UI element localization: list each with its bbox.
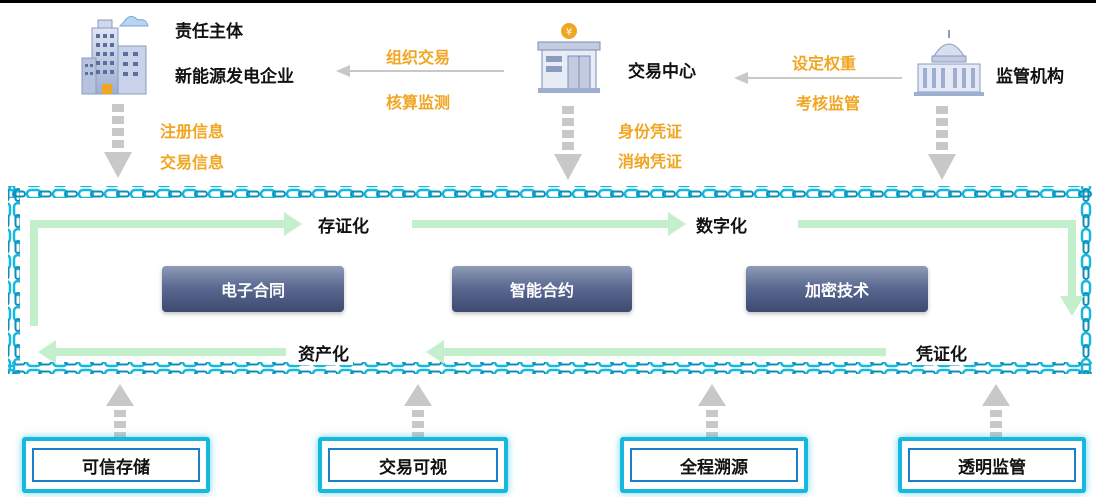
feature-label: 全程溯源 (630, 448, 798, 482)
label-organize-trade: 组织交易 (386, 48, 451, 67)
down-arrow-regulator (928, 106, 956, 180)
label-assess-supervise: 考核监管 (796, 94, 861, 113)
up-arrow-supervision (982, 384, 1010, 439)
exchange-center-icon: ¥ (537, 23, 601, 93)
label-registration-info: 注册信息 (160, 122, 225, 141)
feature-label: 透明监管 (908, 448, 1076, 482)
feature-transparent-supervision: 透明监管 (898, 437, 1086, 493)
regulator-capitol-icon (914, 30, 984, 96)
label-trade-info: 交易信息 (160, 153, 225, 172)
tech-encryption: 加密技术 (746, 266, 928, 312)
up-arrow-visible (404, 384, 432, 439)
feature-trusted-storage: 可信存储 (22, 437, 210, 493)
down-arrow-enterprise (104, 104, 132, 178)
stage-credential: 凭证化 (912, 340, 971, 365)
top-border-line (0, 0, 1096, 3)
blockchain-chain-frame (8, 186, 1092, 374)
regulator-name: 监管机构 (996, 67, 1064, 87)
enterprise-building-icon (81, 16, 149, 95)
arrow-exchange-to-enterprise (336, 65, 504, 77)
stage-asset: 资产化 (294, 340, 353, 365)
label-identity-credential: 身份凭证 (618, 122, 683, 141)
label-set-weight: 设定权重 (792, 54, 857, 73)
label-accounting-monitor: 核算监测 (386, 93, 451, 112)
tech-electronic-contract: 电子合同 (162, 266, 344, 312)
feature-label: 交易可视 (328, 448, 498, 482)
down-arrow-exchange (554, 106, 582, 180)
up-arrow-traceability (698, 384, 726, 439)
feature-label: 可信存储 (32, 448, 200, 482)
tech-smart-contract: 智能合约 (452, 266, 632, 312)
enterprise-name: 新能源发电企业 (175, 67, 294, 87)
arrow-regulator-to-exchange (734, 72, 902, 84)
feature-trade-visible: 交易可视 (318, 437, 508, 493)
stage-digitize: 数字化 (692, 212, 751, 237)
stage-evidence: 存证化 (314, 212, 373, 237)
flow-cycle-arrows (30, 212, 1084, 364)
enterprise-title: 责任主体 (175, 22, 243, 42)
label-consumption-credential: 消纳凭证 (618, 152, 683, 171)
up-arrow-storage (106, 384, 134, 439)
feature-full-traceability: 全程溯源 (620, 437, 808, 493)
exchange-name: 交易中心 (628, 62, 696, 82)
svg-text:¥: ¥ (566, 27, 572, 38)
